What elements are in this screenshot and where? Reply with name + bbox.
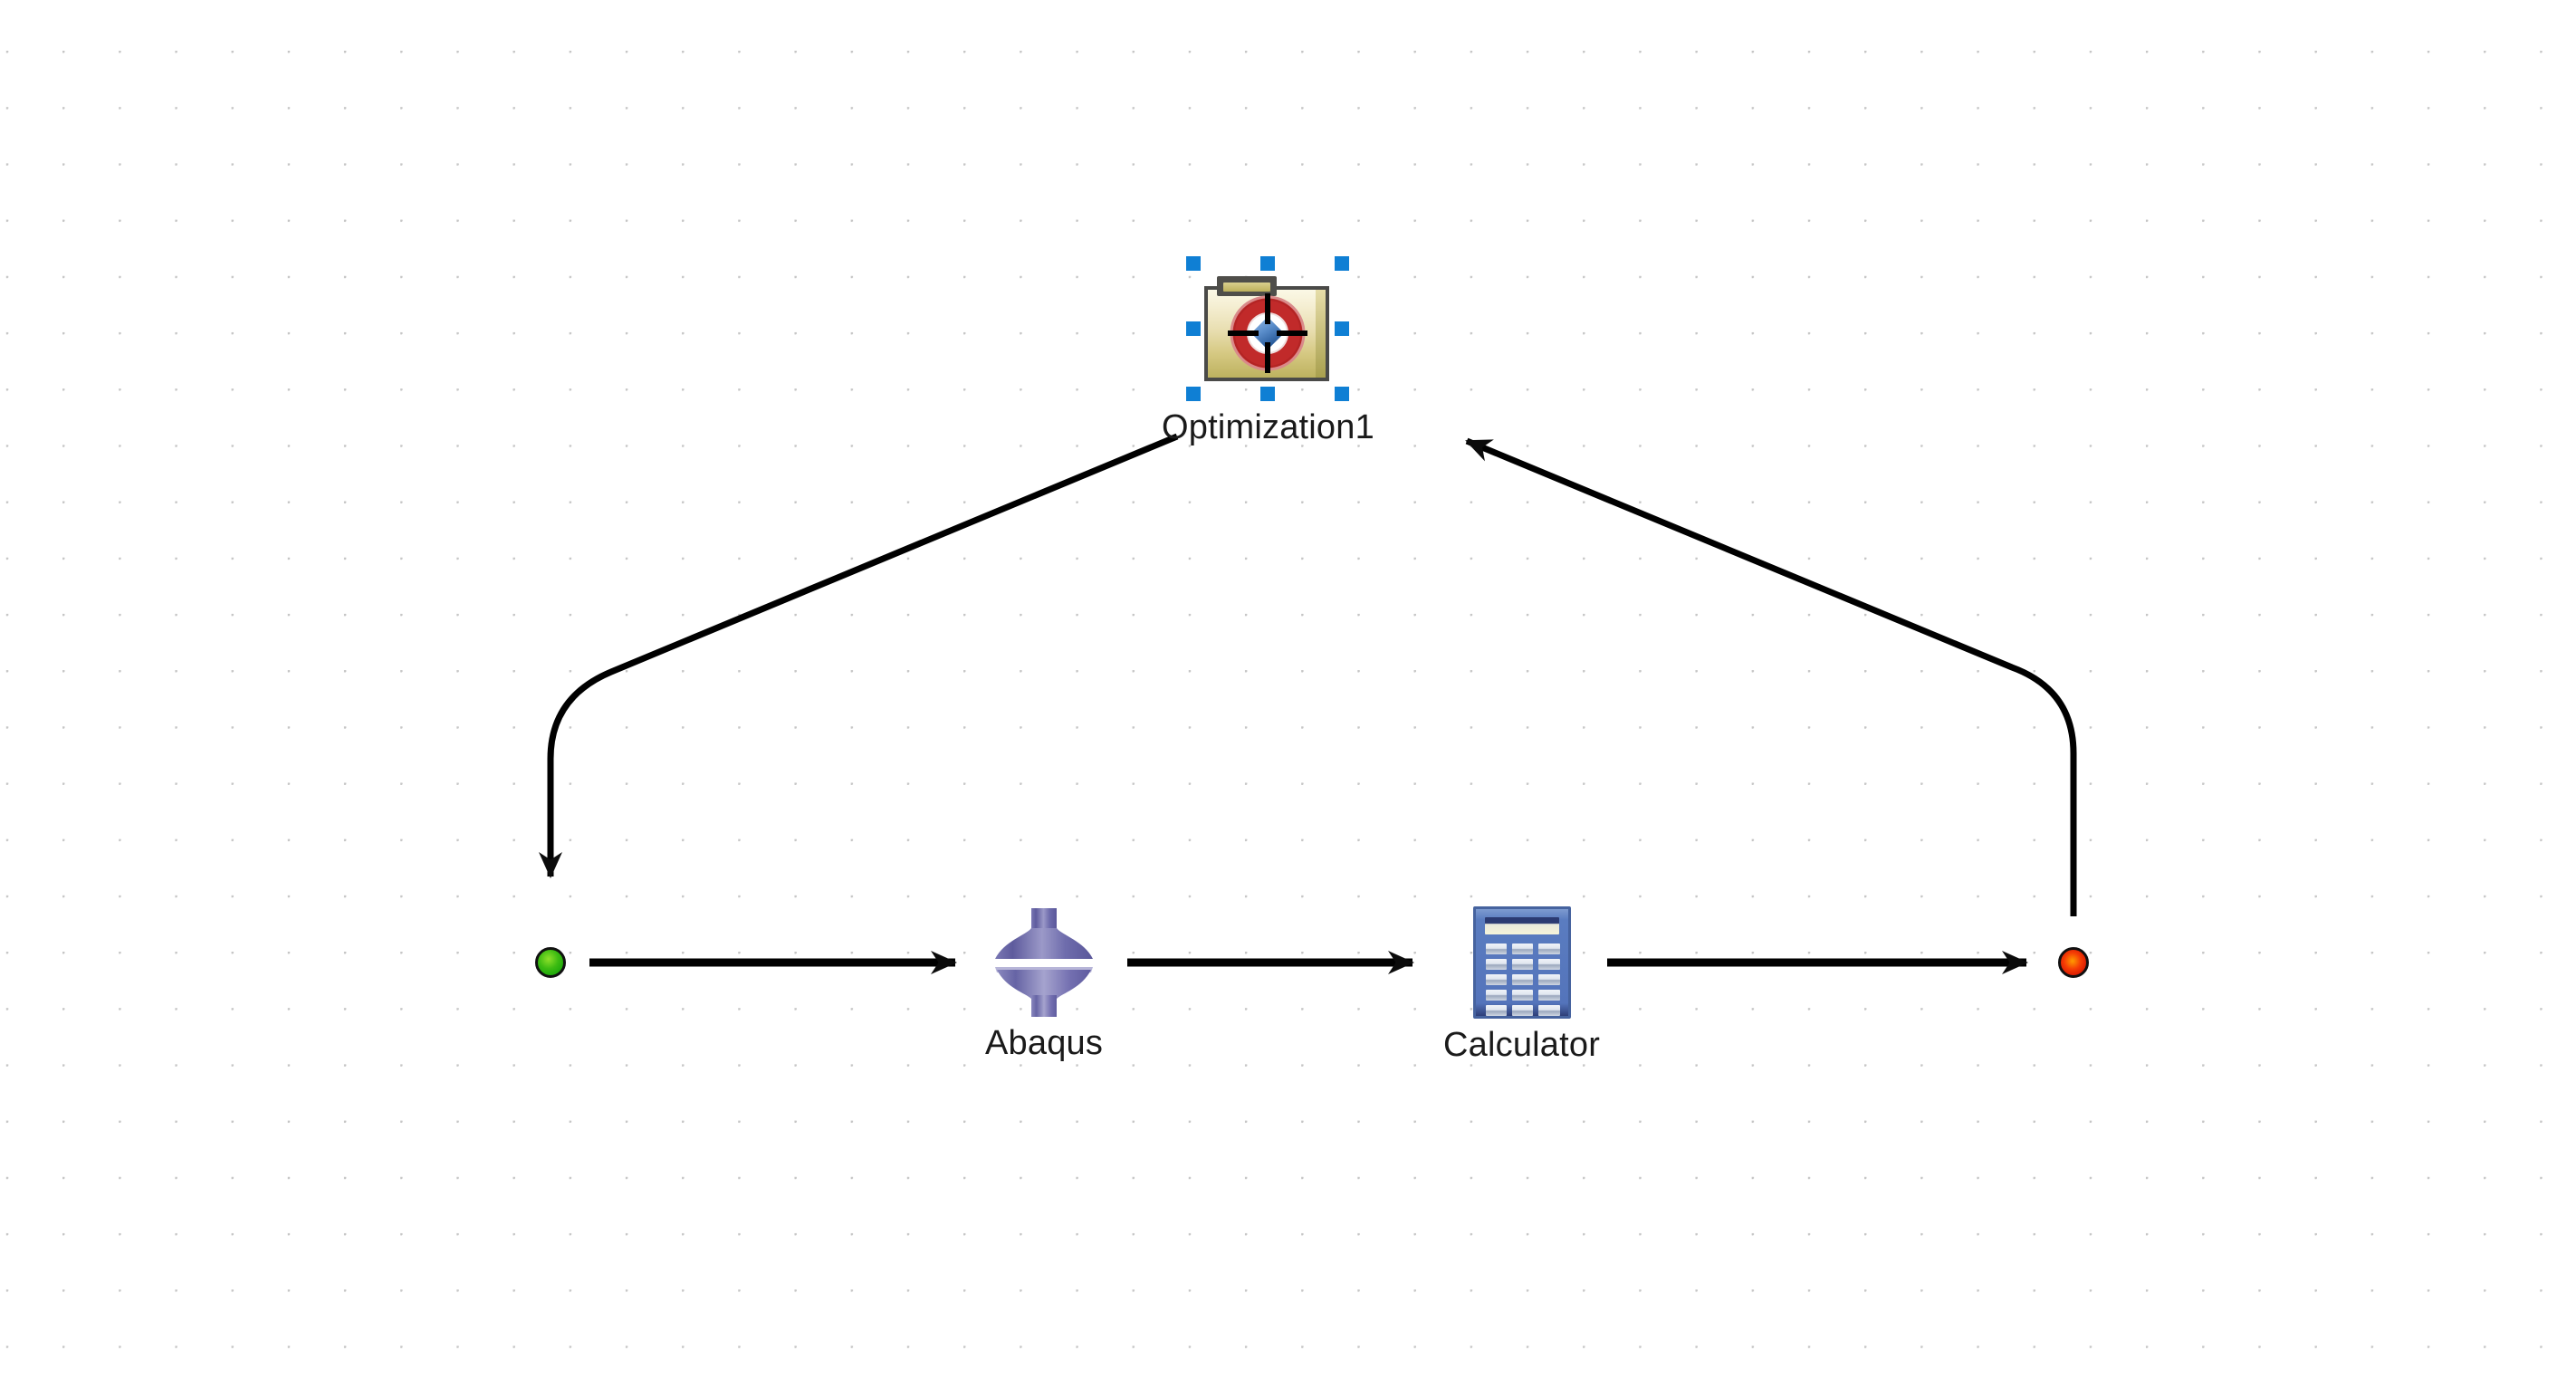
node-start[interactable]: [535, 947, 566, 978]
selection-handle-bottom-right[interactable]: [1335, 387, 1350, 401]
calculator-display: [1484, 917, 1559, 934]
selection-handle-top-center[interactable]: [1260, 256, 1276, 271]
calculator-key: [1511, 974, 1534, 985]
calculator-key: [1485, 959, 1507, 970]
calculator-key: [1538, 944, 1560, 954]
end-node-icon[interactable]: [2058, 947, 2089, 978]
folder-tab: [1217, 276, 1278, 296]
node-calculator[interactable]: Calculator: [1443, 906, 1600, 1064]
calculator-key: [1538, 959, 1560, 970]
calculator-key: [1511, 959, 1534, 970]
calculator-key: [1538, 1005, 1560, 1016]
node-end[interactable]: [2058, 947, 2089, 978]
optimization-target-folder-icon[interactable]: [1204, 274, 1331, 383]
selection-handle-bottom-left[interactable]: [1186, 387, 1202, 401]
selection-handle-middle-left[interactable]: [1186, 321, 1202, 336]
calculator-key: [1511, 990, 1534, 1001]
calculator-keypad: [1485, 944, 1560, 1016]
selection-handle-top-right[interactable]: [1335, 256, 1350, 271]
node-abaqus[interactable]: Abaqus: [985, 908, 1103, 1062]
start-node-icon[interactable]: [535, 947, 566, 978]
node-label-abaqus: Abaqus: [985, 1024, 1104, 1062]
calculator-key: [1485, 990, 1507, 1001]
calculator-key: [1485, 944, 1507, 954]
selection-handle-top-left[interactable]: [1186, 256, 1202, 271]
selection-handle-bottom-center[interactable]: [1260, 387, 1276, 401]
edge-end-optimization[interactable]: [1465, 437, 2077, 916]
edge-optimization-start[interactable]: [539, 433, 1179, 878]
calculator-key: [1538, 974, 1560, 985]
node-label-calculator: Calculator: [1443, 1026, 1601, 1064]
node-optimization1[interactable]: Optimization1: [1162, 256, 1374, 446]
calculator-key: [1511, 944, 1534, 954]
calculator-icon[interactable]: [1472, 906, 1571, 1019]
node-label-optimization1: Optimization1: [1162, 408, 1374, 446]
abaqus-icon[interactable]: [990, 908, 1098, 1017]
optimization-icon-wrapper[interactable]: [1186, 256, 1350, 401]
calculator-key: [1485, 1005, 1507, 1016]
calculator-key: [1485, 974, 1507, 985]
target-crosshair-icon: [1228, 293, 1308, 373]
calculator-key: [1538, 990, 1560, 1001]
calculator-key: [1511, 1005, 1534, 1016]
selection-handle-middle-right[interactable]: [1335, 321, 1350, 336]
